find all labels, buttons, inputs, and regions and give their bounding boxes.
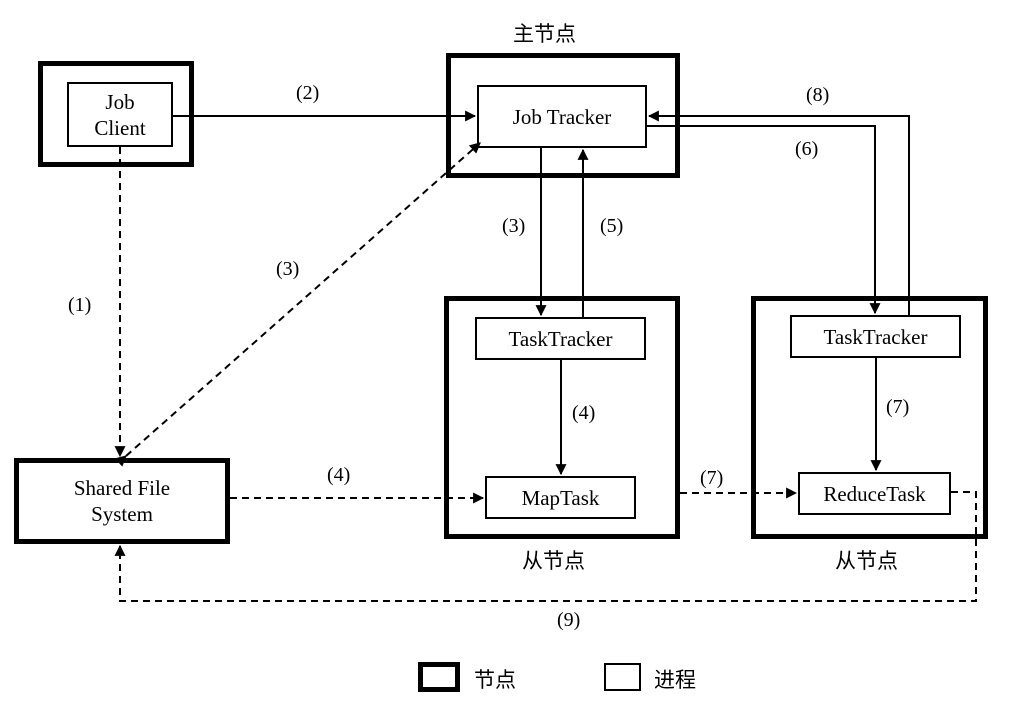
legend-process-label: 进程	[654, 668, 696, 692]
map-slave-caption: 从节点	[522, 549, 585, 573]
label-step-8: (8)	[806, 84, 830, 106]
reduce-slave-caption: 从节点	[835, 549, 898, 573]
label-step-9: (9)	[557, 609, 581, 631]
label-step-3-tt: (3)	[502, 215, 526, 237]
shared-file-system: Shared File System	[14, 458, 230, 544]
legend-process-swatch	[604, 663, 641, 691]
arrow-9-reducetask-to-fs	[114, 491, 977, 602]
master-node-caption: 主节点	[513, 22, 576, 46]
label-step-7-map: (7)	[700, 467, 724, 489]
arrow-6-jobtracker-to-tasktracker	[647, 125, 881, 315]
label-step-5: (5)	[600, 215, 624, 237]
map-task-process: MapTask	[485, 476, 636, 519]
reduce-task-process: ReduceTask	[798, 472, 951, 515]
label-step-3-fs: (3)	[276, 258, 300, 280]
arrow-8-tasktracker-to-jobtracker	[647, 110, 910, 315]
label-step-1: (1)	[68, 294, 92, 316]
label-step-2: (2)	[296, 82, 320, 104]
legend-node-label: 节点	[474, 668, 516, 692]
reduce-task-tracker-process: TaskTracker	[790, 315, 961, 358]
legend-node-swatch	[418, 662, 460, 692]
label-step-4-fs: (4)	[327, 464, 351, 486]
label-step-4-tt: (4)	[572, 402, 596, 424]
label-step-7-tt: (7)	[886, 396, 910, 418]
job-client-process: Job Client	[67, 82, 173, 147]
map-task-tracker-process: TaskTracker	[475, 317, 646, 360]
arrow-3-jobtracker-fs	[114, 142, 481, 467]
job-tracker-process: Job Tracker	[477, 85, 647, 148]
label-step-6: (6)	[795, 138, 819, 160]
